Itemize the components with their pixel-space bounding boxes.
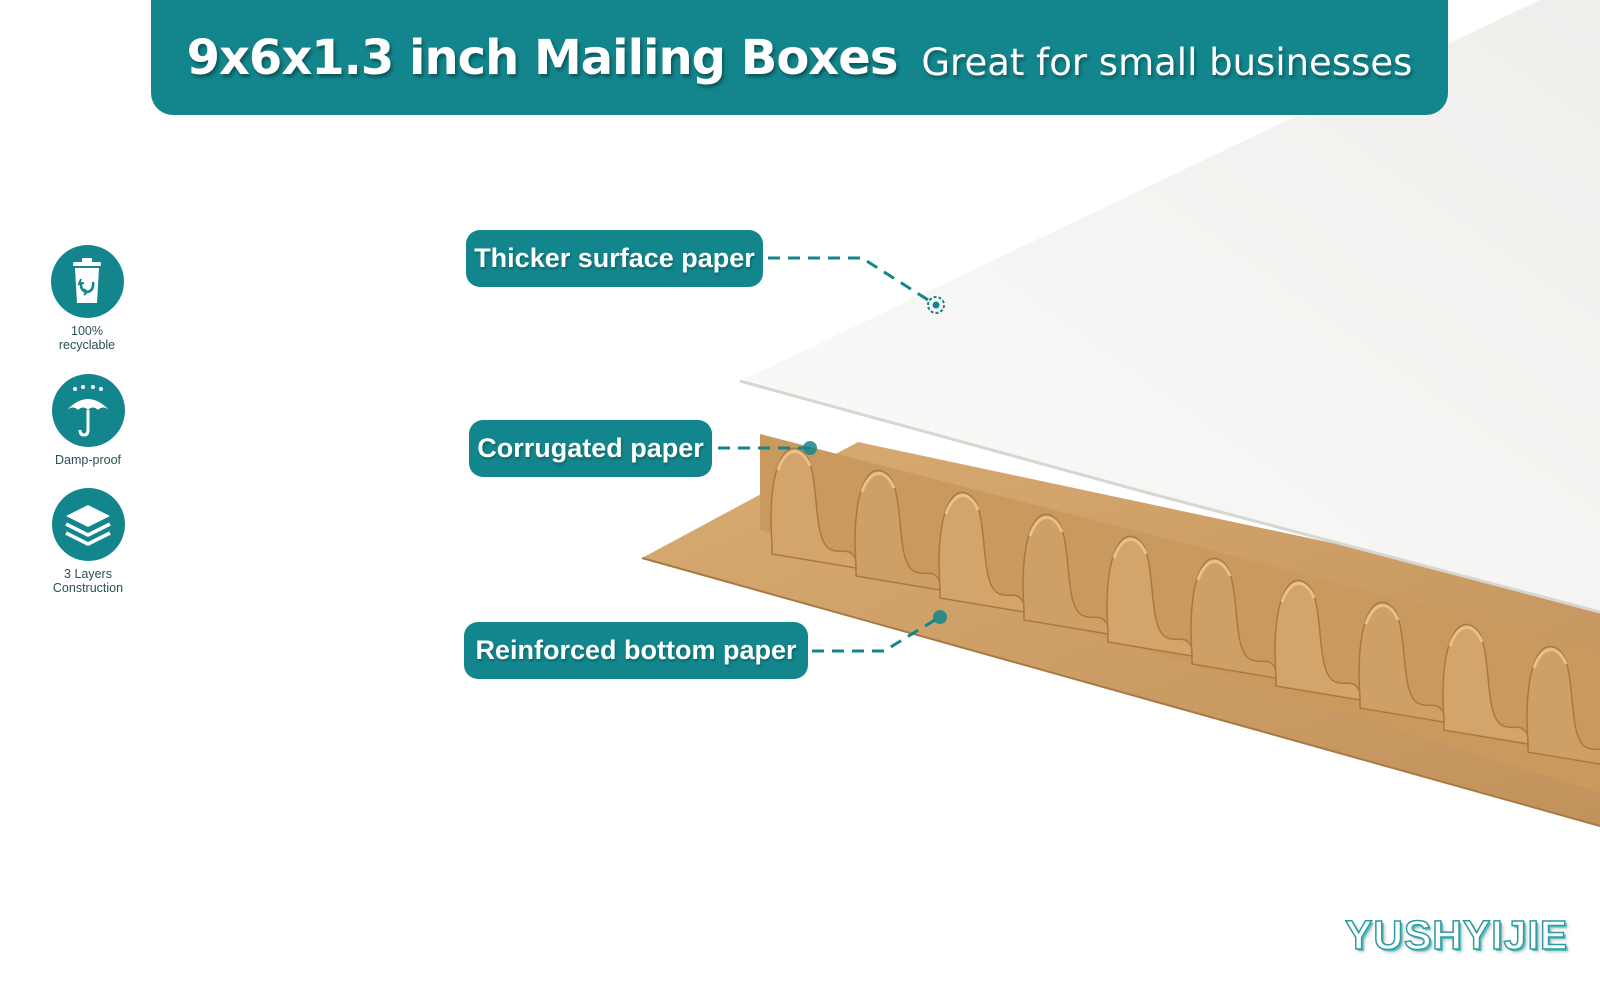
flute-highlight (1364, 604, 1400, 625)
banner-title: 9x6x1.3 inch Mailing Boxes (186, 29, 899, 86)
feature-damp-proof: Damp-proof (28, 374, 148, 467)
flute-highlight (1280, 582, 1316, 603)
flute-highlight (860, 472, 896, 493)
flute-highlight (1112, 538, 1148, 559)
leader-line-bottom (812, 615, 941, 653)
title-banner: 9x6x1.3 inch Mailing Boxes Great for sma… (151, 0, 1448, 115)
callout-thicker-surface-paper: Thicker surface paper (466, 230, 763, 287)
flute-highlight (776, 450, 812, 471)
white-top-sheet (740, 0, 1600, 612)
brand-logo: YUSHYIJIE (1344, 911, 1569, 959)
callout-corrugated-paper: Corrugated paper (469, 420, 712, 477)
feature-caption: 3 Layers Construction (52, 567, 124, 595)
feature-recyclable: 100% recyclable (27, 245, 147, 352)
recycle-bin-icon (50, 245, 124, 318)
flute-highlight (1196, 560, 1232, 581)
corrugated-flutes (760, 434, 1600, 793)
banner-subtitle: Great for small businesses (921, 41, 1413, 84)
callout-reinforced-bottom-paper: Reinforced bottom paper (464, 622, 808, 679)
leader-line-surface (768, 256, 937, 307)
flute-highlight (944, 494, 980, 515)
umbrella-icon (51, 374, 125, 447)
feature-caption: 100% recyclable (58, 324, 116, 352)
flute-highlight (1448, 626, 1484, 647)
flute-highlight (1532, 648, 1568, 669)
layers-icon (51, 488, 125, 561)
flute-highlight (1028, 516, 1064, 537)
feature-3-layers: 3 Layers Construction (28, 488, 148, 595)
feature-caption: Damp-proof (55, 453, 121, 467)
